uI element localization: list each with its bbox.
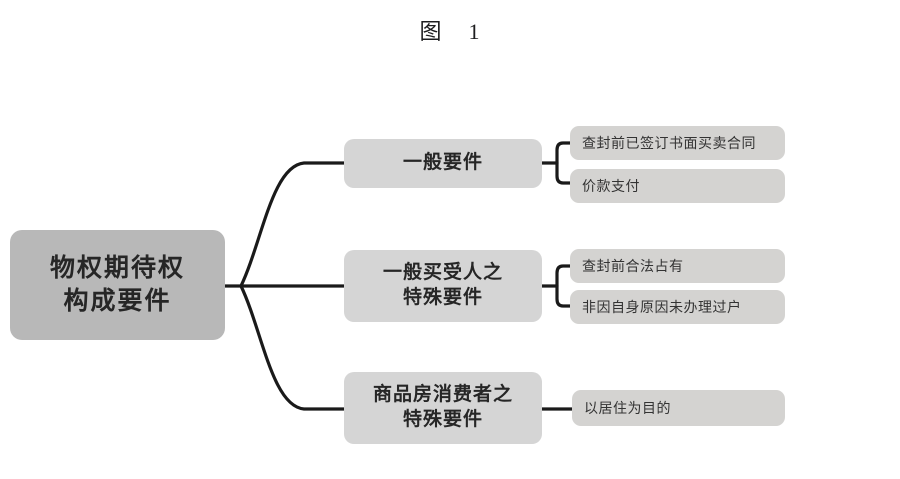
branch-node-1-label: 一般要件: [403, 151, 483, 176]
root-node[interactable]: 物权期待权 构成要件: [10, 230, 225, 340]
leaf-node-2-2-label: 非因自身原因未办理过户: [582, 301, 742, 316]
root-node-label: 物权期待权 构成要件: [50, 252, 185, 318]
branch-node-1[interactable]: 一般要件: [344, 139, 542, 188]
leaf-node-2-2[interactable]: 非因自身原因未办理过户: [570, 290, 785, 324]
branch-node-3-label-line1: 商品房消费者之: [372, 384, 513, 406]
branch-node-3-label: 商品房消费者之 特殊要件: [373, 383, 513, 432]
leaf-node-1-2[interactable]: 价款支付: [570, 169, 785, 203]
branch-node-1-label-line1: 一般要件: [402, 152, 483, 174]
figure-title: 图 1: [419, 19, 481, 44]
leaf-node-3-1[interactable]: 以居住为目的: [572, 390, 785, 426]
branch-node-2-label: 一般买受人之 特殊要件: [383, 261, 503, 310]
leaf-node-2-1[interactable]: 查封前合法占有: [570, 249, 785, 283]
root-node-label-line1: 物权期待权: [49, 255, 185, 282]
branch-2-fork-bracket: [555, 264, 572, 308]
root-branch-line-1: [239, 161, 346, 288]
leaf-node-1-1[interactable]: 查封前已签订书面买卖合同: [570, 126, 785, 160]
branch-node-3[interactable]: 商品房消费者之 特殊要件: [344, 372, 542, 444]
root-branch-line-3: [239, 284, 346, 411]
leaf-node-3-1-label: 以居住为目的: [584, 402, 671, 417]
branch-node-3-label-line2: 特殊要件: [402, 409, 483, 430]
branch-node-2-label-line1: 一般买受人之: [382, 262, 503, 284]
branch-node-2[interactable]: 一般买受人之 特殊要件: [344, 250, 542, 322]
leaf-node-1-1-label: 查封前已签订书面买卖合同: [582, 137, 756, 152]
branch-node-2-label-line2: 特殊要件: [402, 287, 483, 308]
branch-1-fork-bracket: [555, 141, 572, 185]
leaf-node-1-2-label: 价款支付: [582, 180, 640, 195]
root-node-label-line2: 构成要件: [63, 288, 172, 315]
leaf-node-2-1-label: 查封前合法占有: [582, 260, 684, 275]
